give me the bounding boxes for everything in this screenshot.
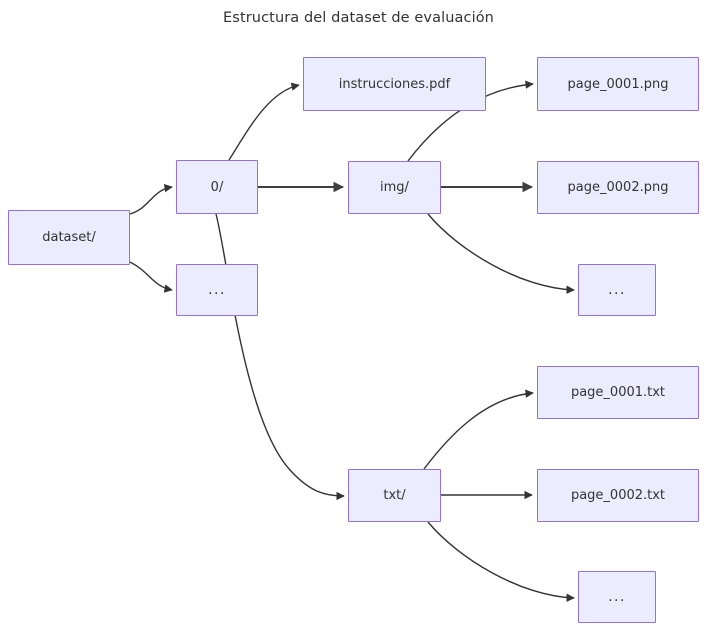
node-label: page_0001.png bbox=[567, 76, 669, 92]
node-label: page_0002.txt bbox=[570, 488, 666, 503]
node-page-0001-png[interactable]: page_0001.png bbox=[537, 57, 699, 111]
node-label: dataset/ bbox=[42, 230, 96, 245]
node-label: ... bbox=[608, 282, 626, 298]
node-txt[interactable]: txt/ bbox=[348, 469, 441, 522]
node-dots-img[interactable]: ... bbox=[578, 264, 656, 316]
node-dots-txt[interactable]: ... bbox=[578, 571, 656, 623]
node-0[interactable]: 0/ bbox=[176, 160, 258, 214]
node-label: txt/ bbox=[383, 488, 406, 503]
node-dataset[interactable]: dataset/ bbox=[8, 210, 130, 265]
node-dots-root[interactable]: ... bbox=[176, 264, 258, 316]
node-label: ... bbox=[208, 282, 226, 298]
node-label: ... bbox=[608, 589, 626, 605]
node-label: 0/ bbox=[210, 179, 224, 195]
node-label: img/ bbox=[380, 180, 409, 195]
edge-dataset-to-0 bbox=[129, 183, 173, 215]
edge-0-to-instrucciones bbox=[228, 82, 300, 161]
edge-dataset-to-dots bbox=[129, 261, 173, 293]
node-label: page_0002.png bbox=[567, 180, 669, 195]
edge-0-to-txt bbox=[215, 213, 345, 501]
node-img[interactable]: img/ bbox=[348, 161, 441, 214]
node-page-0001-txt[interactable]: page_0001.txt bbox=[537, 366, 699, 419]
node-page-0002-txt[interactable]: page_0002.txt bbox=[537, 469, 699, 522]
page-title: Estructura del dataset de evaluación bbox=[223, 10, 494, 26]
edge-txt-to-txt1 bbox=[423, 389, 534, 470]
edge-img-to-dots bbox=[427, 213, 575, 294]
node-page-0002-png[interactable]: page_0002.png bbox=[537, 161, 699, 214]
edge-txt-to-dots bbox=[427, 521, 575, 602]
node-label: page_0001.txt bbox=[570, 385, 666, 400]
node-label: instrucciones.pdf bbox=[338, 76, 451, 92]
node-instrucciones-pdf[interactable]: instrucciones.pdf bbox=[303, 57, 486, 111]
